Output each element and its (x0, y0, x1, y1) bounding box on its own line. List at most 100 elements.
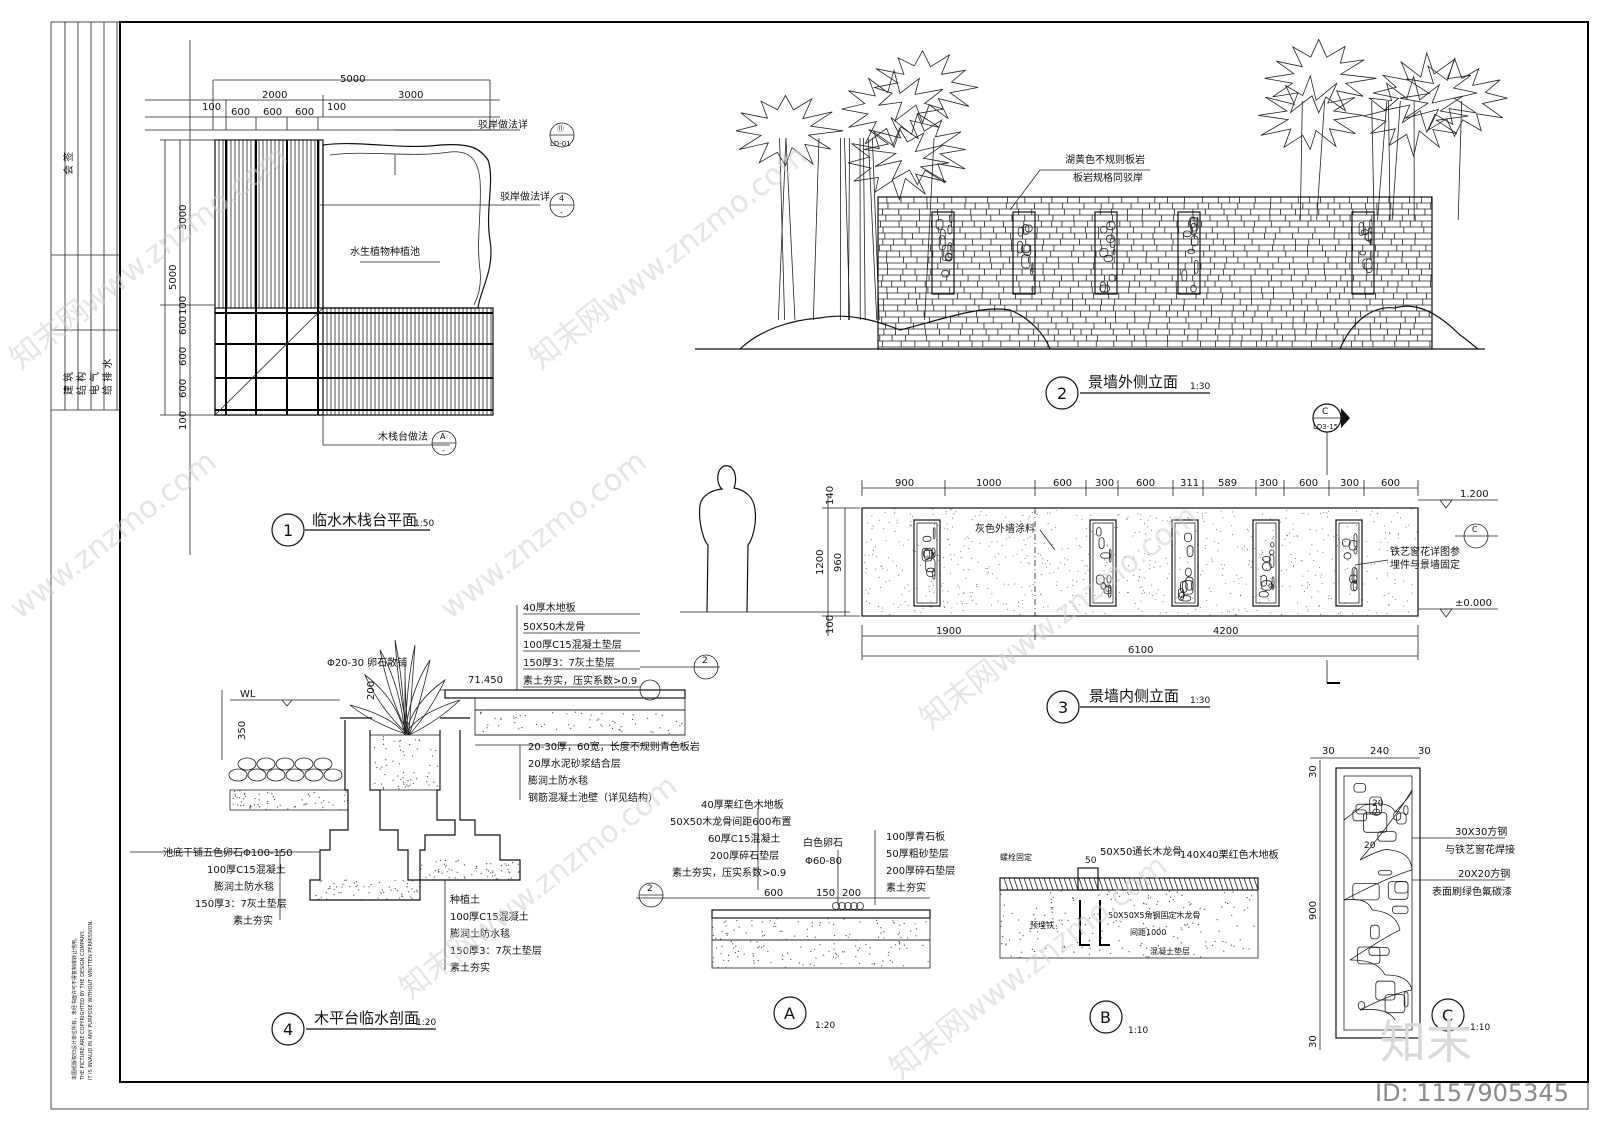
speckle (1072, 897, 1074, 899)
pebble (323, 768, 343, 782)
speckle (1022, 599, 1023, 601)
speckle (1230, 593, 1232, 594)
speckle (1038, 553, 1039, 555)
speckle (762, 935, 764, 937)
speckle (1192, 922, 1194, 924)
p1-left-5000: 5000 (168, 265, 179, 290)
speckle (757, 947, 759, 949)
speckle (794, 935, 796, 937)
speckle (713, 957, 715, 959)
lattice-cell (1023, 244, 1032, 257)
speckle (1246, 610, 1248, 612)
speckle (1138, 580, 1139, 582)
speckle (1411, 592, 1413, 594)
e3-label-window-2: 埋件与景墙固定 (1390, 558, 1460, 571)
speckle (1313, 559, 1315, 561)
da-right-4: 素土夯实 (886, 881, 926, 894)
speckle (903, 544, 905, 546)
deck-hatch (1218, 877, 1224, 891)
speckle (1019, 956, 1021, 959)
speckle (321, 879, 323, 882)
speckle (774, 922, 776, 924)
speckle (1150, 913, 1153, 915)
speckle (1201, 512, 1203, 514)
speckle (733, 929, 735, 931)
speckle (409, 784, 411, 787)
speckle (1292, 528, 1294, 530)
da-concrete (711, 917, 931, 941)
speckle (1031, 921, 1033, 924)
deck-hatch (1163, 877, 1169, 891)
speckle (254, 797, 256, 800)
dc-note-1: 30X30方钢 (1455, 825, 1507, 838)
speckle (823, 954, 825, 956)
speckle (426, 776, 429, 778)
s4-callout: 2 (702, 656, 708, 666)
dc-scale: 1:10 (1470, 1023, 1490, 1033)
speckle (1379, 548, 1380, 550)
speckle (745, 932, 747, 934)
speckle (249, 807, 251, 809)
speckle (1151, 529, 1152, 531)
speckle (1266, 568, 1267, 570)
speckle (1019, 938, 1021, 941)
s4-top-note-2: 50X50木龙骨 (523, 620, 585, 633)
speckle (309, 795, 311, 797)
bamboo-stem (785, 137, 796, 321)
sign-label: 会 签 (62, 152, 75, 175)
speckle (394, 879, 396, 881)
speckle (845, 935, 847, 937)
lattice-cell (923, 548, 930, 561)
speckle (811, 925, 813, 927)
speckle (258, 799, 260, 801)
speckle (1016, 553, 1018, 555)
e3-d9: 600 (1299, 478, 1318, 489)
speckle (889, 613, 891, 615)
bamboo-stem (1299, 100, 1303, 221)
speckle (966, 602, 968, 604)
speckle (1013, 610, 1015, 612)
speckle (1270, 578, 1272, 580)
speckle (1250, 566, 1252, 568)
speckle (618, 728, 620, 731)
speckle (1141, 592, 1143, 594)
s4-left-note-5: 素土夯实 (233, 914, 273, 927)
speckle (1027, 518, 1029, 520)
speckle (1115, 920, 1117, 922)
e3-d7: 589 (1218, 478, 1237, 489)
speckle (445, 864, 447, 866)
speckle (1031, 948, 1033, 951)
speckle (1041, 925, 1043, 927)
speckle (1088, 917, 1091, 919)
dc-title: C (1442, 1006, 1453, 1025)
speckle (340, 891, 342, 894)
speckle (892, 920, 894, 922)
speckle (867, 522, 869, 524)
speckle (1394, 583, 1396, 585)
speckle (752, 953, 754, 955)
speckle (1141, 586, 1143, 588)
speckle (950, 572, 951, 574)
speckle (798, 962, 801, 964)
bamboo-stem (812, 137, 820, 321)
speckle (1181, 894, 1183, 897)
speckle (1319, 591, 1321, 593)
speckle (971, 557, 972, 559)
speckle (1292, 565, 1294, 567)
ext-window (1351, 211, 1375, 295)
speckle (1098, 894, 1100, 896)
lattice-cell (1269, 554, 1275, 569)
speckle (1051, 911, 1053, 913)
lattice-cell (1096, 527, 1102, 537)
speckle (1017, 919, 1020, 921)
speckle (1005, 556, 1006, 558)
speckle (1394, 579, 1396, 581)
lattice-curve (1359, 1009, 1396, 1021)
speckle (889, 959, 892, 961)
speckle (1005, 943, 1007, 945)
speckle (1309, 553, 1310, 555)
speckle (1387, 575, 1388, 577)
speckle (941, 585, 943, 587)
speckle (1069, 601, 1071, 603)
speckle (876, 556, 878, 558)
